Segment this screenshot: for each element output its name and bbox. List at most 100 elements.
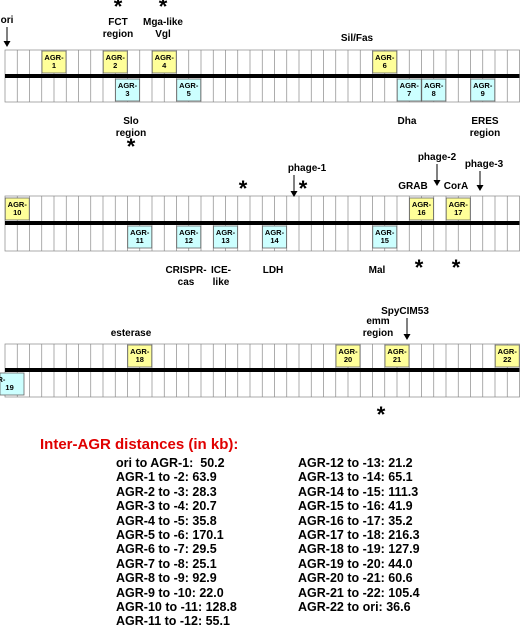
agr-9-label: AGR-9 (473, 81, 493, 98)
distance-entry: AGR-20 to -21: 60.6 (298, 571, 413, 586)
agr-10-box: AGR-10 (4, 197, 30, 221)
distance-entry: AGR-5 to -6: 170.1 (116, 527, 224, 542)
ice-like-label: ICE-like (211, 265, 231, 288)
agr-21-box: AGR-21 (384, 344, 410, 368)
agr-5-box: AGR-5 (176, 78, 202, 102)
fct-region-star: * (114, 0, 123, 19)
distance-entry: AGR-12 to -13: 21.2 (298, 456, 413, 470)
phage-1-label: phage-1 (288, 163, 327, 174)
sil-fas-label: Sil/Fas (341, 33, 374, 44)
distance-entry: AGR-19 to -20: 44.0 (298, 556, 413, 571)
distance-entry: AGR-1 to -2: 63.9 (116, 470, 217, 485)
agr-4-box: AGR-4 (151, 50, 177, 74)
segment-grid (4, 49, 520, 398)
agr-3-box: AGR-3 (115, 78, 140, 102)
distance-entry: AGR-17 to -18: 216.3 (298, 527, 420, 542)
agr-15-label: AGR-15 (375, 228, 395, 245)
agr-7-box: AGR-7 (396, 78, 422, 102)
phage-1-arrow (290, 175, 298, 197)
agr-5-label: AGR-5 (179, 81, 199, 98)
agr-1-label: AGR-1 (44, 53, 64, 70)
distance-entry: AGR-2 to -3: 28.3 (116, 484, 217, 499)
grab-label: GRAB (398, 181, 427, 192)
agr-11-label: AGR-11 (130, 228, 150, 245)
asterisk-2: * (299, 176, 308, 201)
ori-label: ori (1, 15, 14, 26)
distance-entry: AGR-8 to -9: 92.9 (116, 571, 217, 586)
esterase-label: esterase (111, 328, 152, 339)
mga-like-vgl-star: * (159, 0, 168, 19)
asterisk-1: * (239, 176, 248, 201)
phage-2-label: phage-2 (418, 152, 457, 163)
agr-20-label: AGR-20 (338, 347, 358, 364)
mal-label: Mal (369, 265, 386, 276)
distance-entry: AGR-15 to -16: 41.9 (298, 499, 413, 514)
distance-entry: AGR-9 to -10: 22.0 (116, 585, 224, 600)
distance-entry: AGR-3 to -4: 20.7 (116, 499, 217, 514)
distances-title: Inter-AGR distances (in kb): (40, 436, 239, 453)
distance-entry: AGR-4 to -5: 35.8 (116, 513, 217, 528)
agr-16-label: AGR-16 (412, 200, 432, 217)
spycim53-label: SpyCIM53 (381, 306, 429, 317)
asterisk-4: * (452, 255, 461, 280)
agr-11-box: AGR-11 (127, 225, 153, 249)
distance-entry: AGR-14 to -15: 111.3 (298, 484, 419, 499)
agr-1-box: AGR-1 (41, 50, 67, 74)
agr-16-box: AGR-16 (409, 197, 434, 221)
agr-22-box: AGR-22 (494, 344, 520, 368)
spycim53-arrow (403, 318, 411, 340)
phage-2-arrow (433, 164, 441, 186)
agr-8-box: AGR-8 (421, 78, 447, 102)
crispr-cas-label: CRISPR-cas (165, 265, 206, 288)
distance-entry: AGR-22 to ori: 36.6 (298, 599, 411, 614)
cora-label: CorA (444, 181, 468, 192)
agr-12-label: AGR-12 (179, 228, 199, 245)
distance-entry: AGR-7 to -8: 25.1 (116, 556, 217, 571)
phage-3-arrow (476, 171, 484, 191)
distance-entry: AGR-21 to -22: 105.4 (298, 585, 420, 600)
distance-entry: AGR-11 to -12: 55.1 (116, 614, 230, 629)
ldh-label: LDH (263, 265, 284, 276)
distance-entry: AGR-18 to -19: 127.9 (298, 542, 420, 557)
agr-7-label: AGR-7 (400, 81, 420, 98)
distance-entry: AGR-6 to -7: 29.5 (116, 542, 217, 557)
asterisk-3: * (415, 255, 424, 280)
agr-20-box: AGR-20 (335, 344, 361, 368)
agr-13-box: AGR-13 (213, 225, 238, 249)
agr-15-box: AGR-15 (372, 225, 398, 249)
agr-19-label: AGR-19 (0, 375, 14, 392)
asterisk-5: * (377, 402, 386, 420)
agr-8-label: AGR-8 (424, 81, 444, 98)
agr-17-box: AGR-17 (445, 197, 471, 221)
row-3-grid (4, 343, 520, 398)
phage-3-label: phage-3 (465, 159, 504, 170)
distance-entry: AGR-13 to -14: 65.1 (298, 470, 413, 485)
agr-22-label: AGR-22 (498, 347, 518, 364)
agr-18-box: AGR-18 (127, 344, 153, 368)
agr-17-label: AGR-17 (449, 200, 469, 217)
slo-region-star: * (127, 134, 136, 159)
agr-12-box: AGR-12 (176, 225, 202, 249)
agr-6-box: AGR-6 (372, 50, 398, 74)
agr-14-label: AGR-14 (265, 228, 285, 245)
distance-entry: ori to AGR-1: 50.2 (116, 456, 225, 470)
agr-10-label: AGR-10 (8, 200, 28, 217)
agr-2-label: AGR-2 (106, 53, 126, 70)
agr-3-label: AGR-3 (118, 81, 138, 98)
ori-arrow (3, 27, 11, 47)
agr-13-label: AGR-13 (216, 228, 236, 245)
agr-6-label: AGR-6 (375, 53, 395, 70)
agr-2-box: AGR-2 (102, 50, 128, 74)
agr-9-box: AGR-9 (470, 78, 496, 102)
agr-21-label: AGR-21 (387, 347, 407, 364)
agr-4-label: AGR-4 (155, 53, 175, 70)
